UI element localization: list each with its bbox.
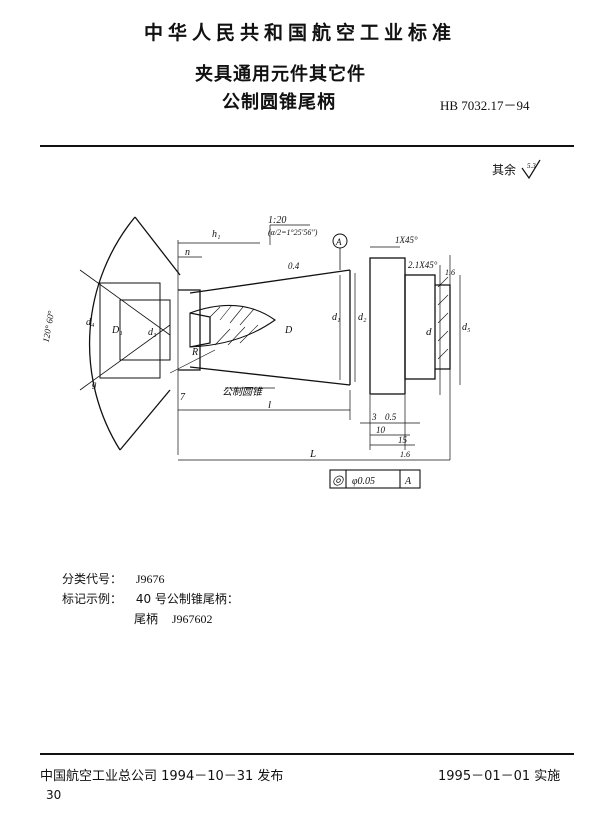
metric-cone-label: 公制圆锥 [222,386,264,398]
technical-drawing: 1:20 (α/2=1°25′56″) A 1X45° 2.1X45° 120°… [41,215,471,489]
roughness-note-text: 其余 [492,163,517,177]
dim-7: 7 [180,392,186,403]
dim-d2: d₂ [358,312,367,323]
dim-d4: d₄ [86,317,95,328]
page-number: 30 [46,788,62,802]
dim-d1: d₁ [332,312,340,323]
surface-roughness-note: 其余 5.3 [492,158,542,180]
roughness-1-6: 1.6 [445,268,455,277]
footer-rule [40,753,574,755]
dim-0-5: 0.5 [385,412,397,422]
dim-D: D [284,325,293,336]
roughness-0-4: 0.4 [288,261,300,271]
dim-15: 15 [398,435,408,445]
angle-arc [88,216,136,451]
dim-D1: D₁ [111,325,123,336]
roughness-1-6b: 1.6 [400,450,410,459]
document-title-line2: 公制圆锥尾柄 [222,92,336,113]
standard-org-title: 中华人民共和国航空工业标准 [143,22,456,44]
dim-3: 3 [371,412,377,422]
header-rule [40,145,574,147]
standard-number: HB 7032.17－94 [440,98,530,113]
chamfer-right-label: 2.1X45° [408,260,438,270]
dim-n: n [185,247,190,258]
dim-d: d [426,326,432,338]
tolerance-value: φ0.05 [352,476,375,487]
dim-d5: d₅ [462,322,471,333]
concentricity-icon: ◎ [332,472,345,487]
roughness-value: 5.3 [527,162,536,170]
dim-L: L [309,448,316,460]
roughness-symbol-icon: 5.3 [521,159,541,180]
example-line1: 40 号公制锥尾柄： [135,592,239,606]
datum-a-label: A [335,237,342,247]
tolerance-datum: A [404,476,412,487]
dim-d3: d₃ [148,327,157,338]
dim-R: R [191,347,198,358]
example-line2-row: 尾柄 J967602 [134,610,213,627]
taper-angle-label: (α/2=1°25′56″) [268,228,318,237]
tolerance-frame: ◎ φ0.05 A [329,469,421,489]
example-line2-code: J967602 [171,612,213,626]
example-line2-label: 尾柄 [134,612,159,626]
dim-l: l [268,399,271,411]
example-row: 标记示例： 40 号公制锥尾柄： [62,590,239,607]
class-code-label: 分类代号： [62,572,123,586]
effective-date: 1995－01－01 实施 [438,769,561,784]
example-label: 标记示例： [62,592,123,606]
taper-label: 1:20 [268,215,286,226]
dim-g: g [92,379,97,389]
chamfer-top-label: 1X45° [395,235,418,245]
class-code-row: 分类代号： J9676 [62,570,165,587]
class-code-value: J9676 [135,572,165,586]
dim-10: 10 [376,425,386,435]
document-title-line1: 夹具通用元件其它件 [195,64,366,85]
dim-h1: h₁ [212,229,220,240]
issue-date: 中国航空工业总公司 1994－10－31 发布 [40,769,284,784]
center-angle-label: 120° 60° [41,310,56,344]
